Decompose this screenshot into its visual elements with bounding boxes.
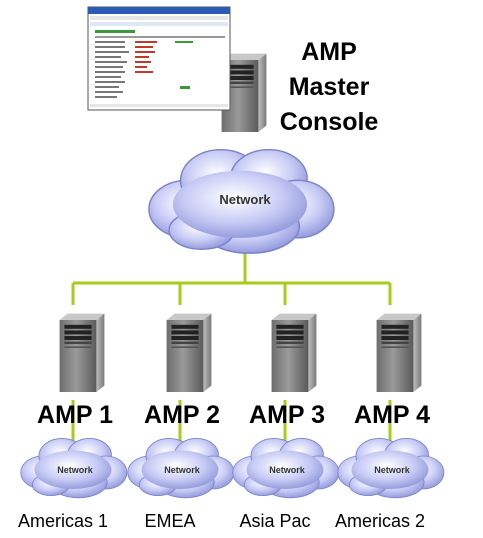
site-name-label: Americas 1 [18, 511, 108, 531]
connectors [71, 250, 392, 445]
site-network-label: Network [374, 465, 411, 475]
site-network-label: Network [164, 465, 201, 475]
site-network-label: Network [269, 465, 306, 475]
site-network-label: Network [57, 465, 94, 475]
core-network-cloud: Network [148, 148, 335, 254]
console-screenshot-icon [87, 6, 231, 111]
tower-server-icon [166, 313, 212, 392]
site-name-label: Asia Pac [239, 511, 310, 531]
tower-server-icon [376, 313, 422, 392]
master-console: AMP Master Console [87, 6, 379, 136]
master-label-line-2: Master [289, 73, 370, 101]
site-name-label: Americas 2 [335, 511, 425, 531]
server-label: AMP 2 [144, 401, 220, 429]
server-label: AMP 1 [37, 401, 113, 429]
server-label: AMP 4 [354, 401, 430, 429]
site-name-label: EMEA [144, 511, 195, 531]
master-label-line-3: Console [280, 108, 379, 136]
tower-server-icon [59, 313, 105, 392]
server-label: AMP 3 [249, 401, 325, 429]
master-label-line-1: AMP [301, 38, 357, 66]
tower-server-icon [271, 313, 317, 392]
core-network-label: Network [219, 192, 271, 207]
